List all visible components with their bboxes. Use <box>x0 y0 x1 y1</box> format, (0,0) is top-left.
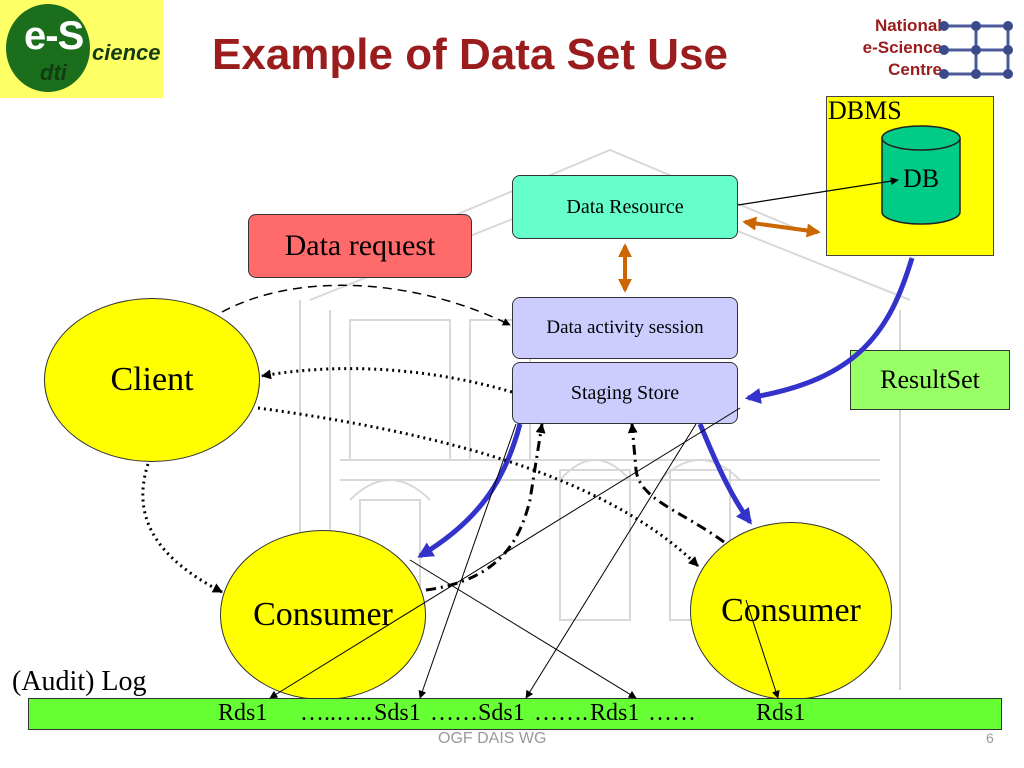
consumer-left-node[interactable]: Consumer <box>220 530 426 700</box>
log-entry: …..….. <box>300 700 372 726</box>
staging-store-node[interactable]: Staging Store <box>512 362 738 424</box>
consumer-right-to-staging-dashdot-arrow <box>627 423 725 544</box>
page-number: 6 <box>986 730 994 746</box>
staging-to-consumer-right-blue-arrow <box>697 423 753 525</box>
consumer-left-to-log-line <box>409 559 637 699</box>
log-entry: Rds1 <box>756 700 806 726</box>
nesc-logo: National e-Science Centre <box>842 14 1018 84</box>
log-entry: …… <box>430 700 478 726</box>
consumer-right-node[interactable]: Consumer <box>690 522 892 700</box>
staging-to-client-dotted-arrow <box>261 367 513 394</box>
resultset-blue-arrow <box>744 257 915 404</box>
dbms-label: DBMS <box>828 96 902 125</box>
nesc-logo-line-1: National <box>874 16 942 35</box>
nesc-logo-line-2: e-Science <box>862 38 942 57</box>
log-entry: Sds1 <box>374 700 421 726</box>
escience-logo-sub: dti <box>40 60 67 85</box>
escience-logo-suffix: cience <box>92 40 161 65</box>
data-activity-session-node[interactable]: Data activity session <box>512 297 738 359</box>
data-resource-node[interactable]: Data Resource <box>512 175 738 239</box>
resource-to-db-arrow <box>737 177 899 206</box>
staging-to-consumer-left-blue-arrow <box>417 423 523 559</box>
audit-log-bar <box>28 698 1002 730</box>
escience-badge <box>6 4 90 92</box>
db-label: DB <box>903 164 939 193</box>
consumer-right-to-log-line <box>745 599 780 699</box>
staging-to-log-line-2 <box>525 423 697 699</box>
client-to-consumer-left-dotted-arrow <box>141 463 223 594</box>
consumer-left-to-staging-dashdot-arrow <box>425 423 546 592</box>
log-entry: Sds1 <box>478 700 525 726</box>
nesc-grid-icon <box>939 21 1013 79</box>
staging-to-log-line-3 <box>418 423 517 699</box>
client-node[interactable]: Client <box>44 298 260 462</box>
slide-title: Example of Data Set Use <box>212 30 728 79</box>
audit-log-label: (Audit) Log <box>12 666 147 697</box>
log-entry: Rds1 <box>218 700 268 726</box>
log-entry: Rds1 <box>590 700 640 726</box>
log-entry: …… <box>648 700 696 726</box>
client-to-session-dashed-arrow <box>221 284 511 326</box>
nesc-logo-line-3: Centre <box>888 60 942 79</box>
data-request-node[interactable]: Data request <box>248 214 472 278</box>
escience-logo-main: e-S <box>24 14 84 58</box>
db-cylinder: DB <box>881 125 961 225</box>
log-entry: ……. <box>534 700 588 726</box>
slide-footer: OGF DAIS WG <box>438 730 547 747</box>
resource-dbms-orange-arrow <box>742 216 821 238</box>
escience-dti-logo: e-S cience dti <box>0 0 163 98</box>
resultset-node[interactable]: ResultSet <box>850 350 1010 410</box>
staging-to-log-line-1 <box>269 407 741 699</box>
